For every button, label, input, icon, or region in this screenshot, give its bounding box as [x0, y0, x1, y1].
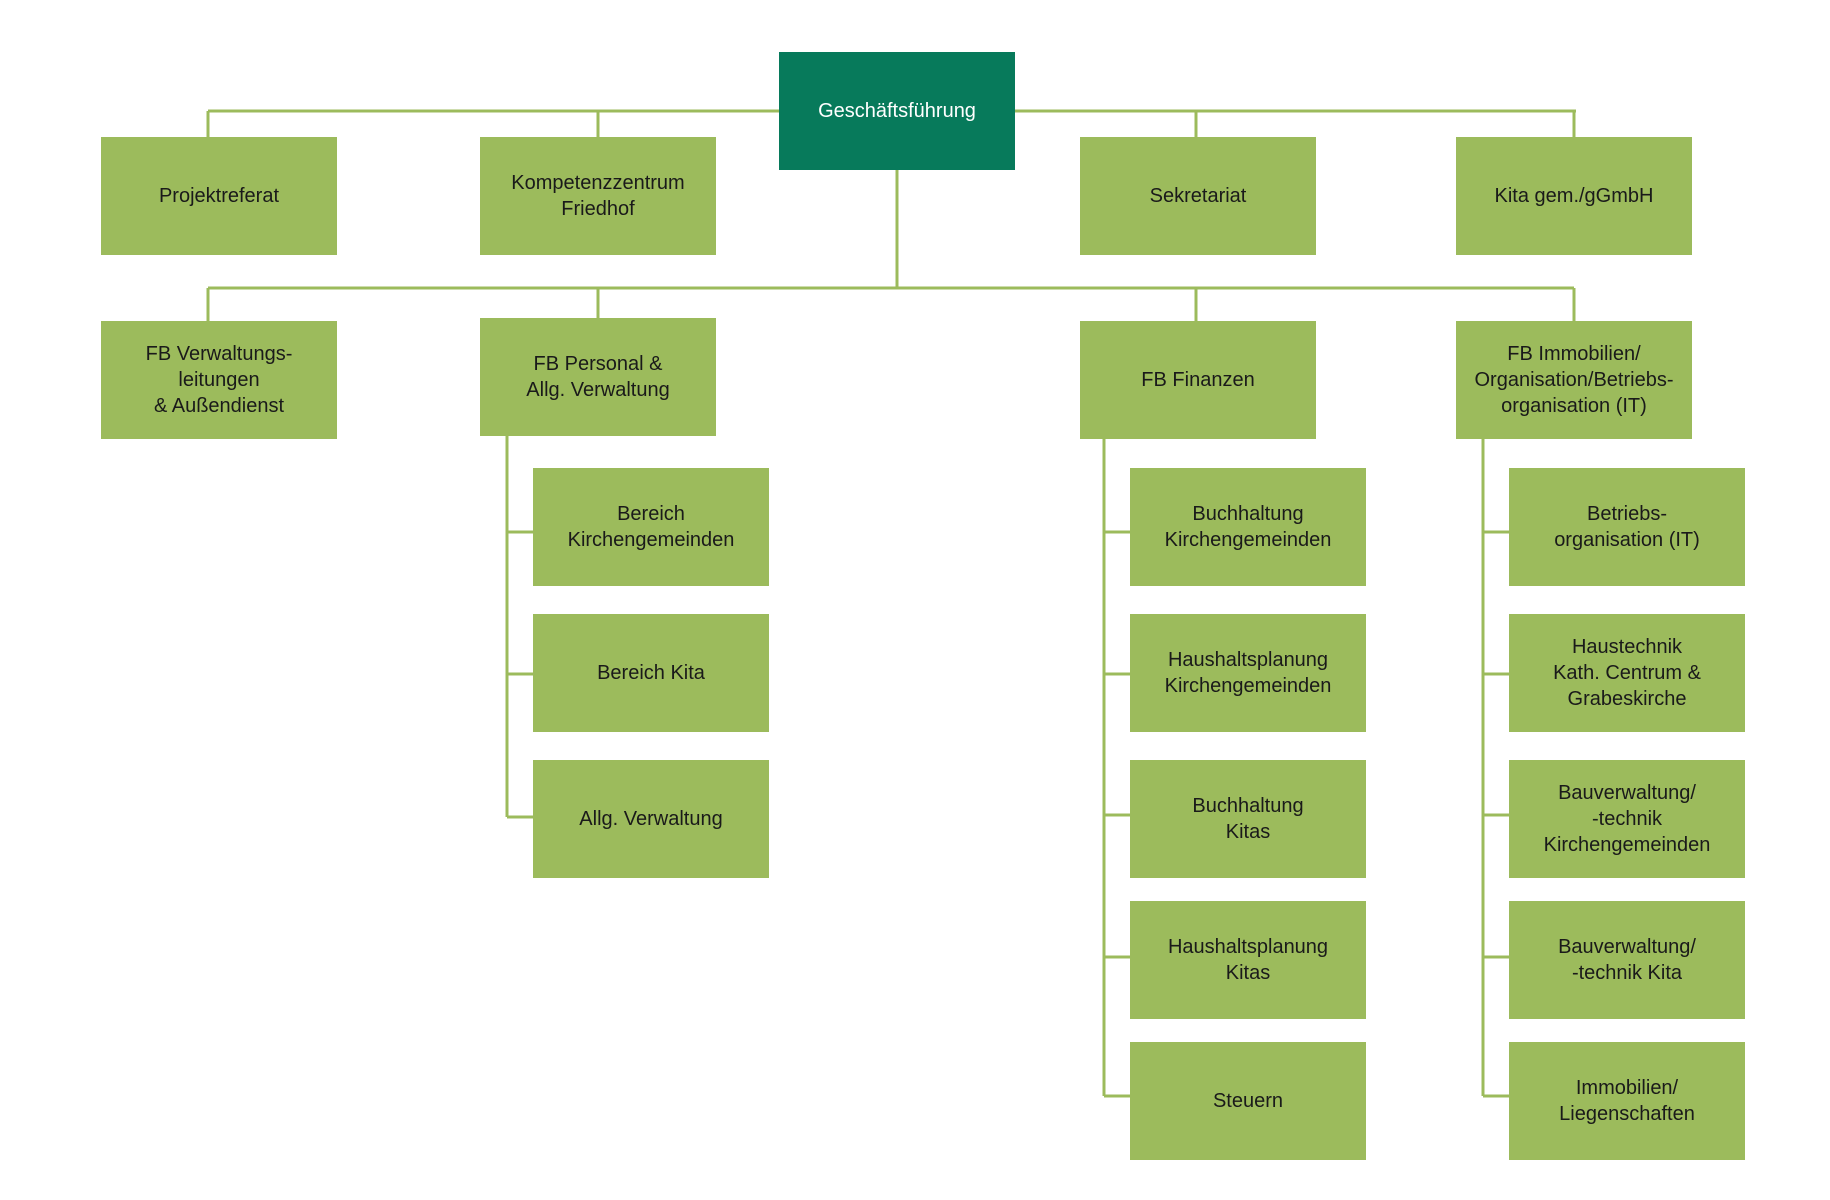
node-fb-finanzen: FB Finanzen	[1080, 321, 1316, 439]
node-haustechnik: Haustechnik Kath. Centrum & Grabeskirche	[1509, 614, 1745, 732]
node-bauverwaltung-kirchengemeinden: Bauverwaltung/ -technik Kirchengemeinden	[1509, 760, 1745, 878]
node-fb-verwaltungsleitungen: FB Verwaltungs- leitungen & Außendienst	[101, 321, 337, 439]
node-bereich-kita: Bereich Kita	[533, 614, 769, 732]
department-connector	[206, 286, 1576, 321]
node-buchhaltung-kitas: Buchhaltung Kitas	[1130, 760, 1366, 878]
node-buchhaltung-kirchengemeinden: Buchhaltung Kirchengemeinden	[1130, 468, 1366, 586]
node-fb-immobilien: FB Immobilien/ Organisation/Betriebs- or…	[1456, 321, 1692, 439]
finanzen-subtree-connector	[1102, 439, 1130, 1098]
immobilien-subtree-connector	[1481, 439, 1509, 1098]
node-immobilien-liegenschaften: Immobilien/ Liegenschaften	[1509, 1042, 1745, 1160]
personal-subtree-connector	[505, 436, 533, 819]
node-allg-verwaltung: Allg. Verwaltung	[533, 760, 769, 878]
node-bauverwaltung-kita: Bauverwaltung/ -technik Kita	[1509, 901, 1745, 1019]
node-steuern: Steuern	[1130, 1042, 1366, 1160]
node-bereich-kirchengemeinden: Bereich Kirchengemeinden	[533, 468, 769, 586]
node-sekretariat: Sekretariat	[1080, 137, 1316, 255]
node-kita-ggmbh: Kita gem./gGmbH	[1456, 137, 1692, 255]
node-geschaeftsfuehrung: Geschäftsführung	[779, 52, 1015, 170]
node-haushaltsplanung-kitas: Haushaltsplanung Kitas	[1130, 901, 1366, 1019]
node-projektreferat: Projektreferat	[101, 137, 337, 255]
node-betriebsorganisation-it: Betriebs- organisation (IT)	[1509, 468, 1745, 586]
node-fb-personal: FB Personal & Allg. Verwaltung	[480, 318, 716, 436]
node-kompetenzzentrum-friedhof: Kompetenzzentrum Friedhof	[480, 137, 716, 255]
node-haushaltsplanung-kirchengemeinden: Haushaltsplanung Kirchengemeinden	[1130, 614, 1366, 732]
